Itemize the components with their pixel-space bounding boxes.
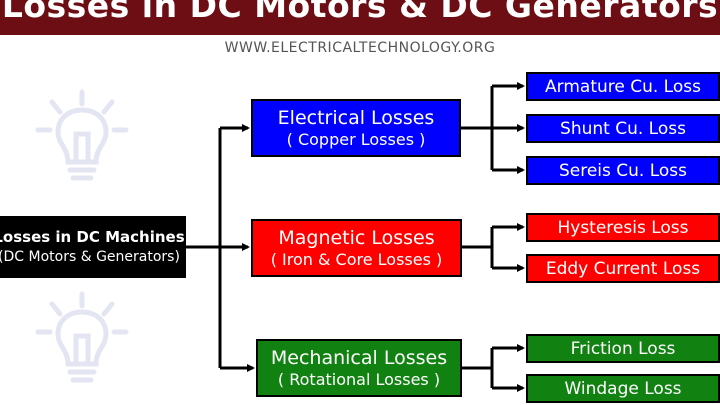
shunt-cu-loss-node: Shunt Cu. Loss [526, 114, 720, 143]
category-subtitle: ( Iron & Core Losses ) [270, 249, 443, 269]
mechanical-losses-node: Mechanical Losses ( Rotational Losses ) [256, 339, 462, 397]
lightbulb-icon [35, 89, 129, 181]
category-subtitle: ( Copper Losses ) [286, 129, 426, 149]
series-cu-loss-node: Sereis Cu. Loss [526, 156, 720, 185]
windage-loss-node: Windage Loss [526, 374, 720, 403]
category-subtitle: ( Rotational Losses ) [277, 369, 441, 389]
root-node: Losses in DC Machines (DC Motors & Gener… [0, 216, 186, 278]
category-title: Electrical Losses [277, 107, 435, 129]
lightbulb-icon [35, 291, 129, 383]
website-url: WWW.ELECTRICALTECHNOLOGY.ORG [224, 40, 496, 56]
category-title: Magnetic Losses [278, 227, 435, 249]
hysteresis-loss-node: Hysteresis Loss [526, 213, 720, 242]
category-title: Mechanical Losses [270, 347, 448, 369]
page-title: Losses in DC Motors & DC Generators [1, 0, 719, 25]
root-subtitle: (DC Motors & Generators) [0, 248, 180, 265]
magnetic-losses-node: Magnetic Losses ( Iron & Core Losses ) [251, 219, 462, 277]
title-bar: Losses in DC Motors & DC Generators [0, 0, 720, 35]
electrical-losses-node: Electrical Losses ( Copper Losses ) [251, 99, 461, 157]
eddy-current-loss-node: Eddy Current Loss [526, 254, 720, 283]
armature-cu-loss-node: Armature Cu. Loss [526, 72, 720, 101]
friction-loss-node: Friction Loss [526, 334, 720, 363]
root-title: Losses in DC Machines [0, 228, 185, 247]
